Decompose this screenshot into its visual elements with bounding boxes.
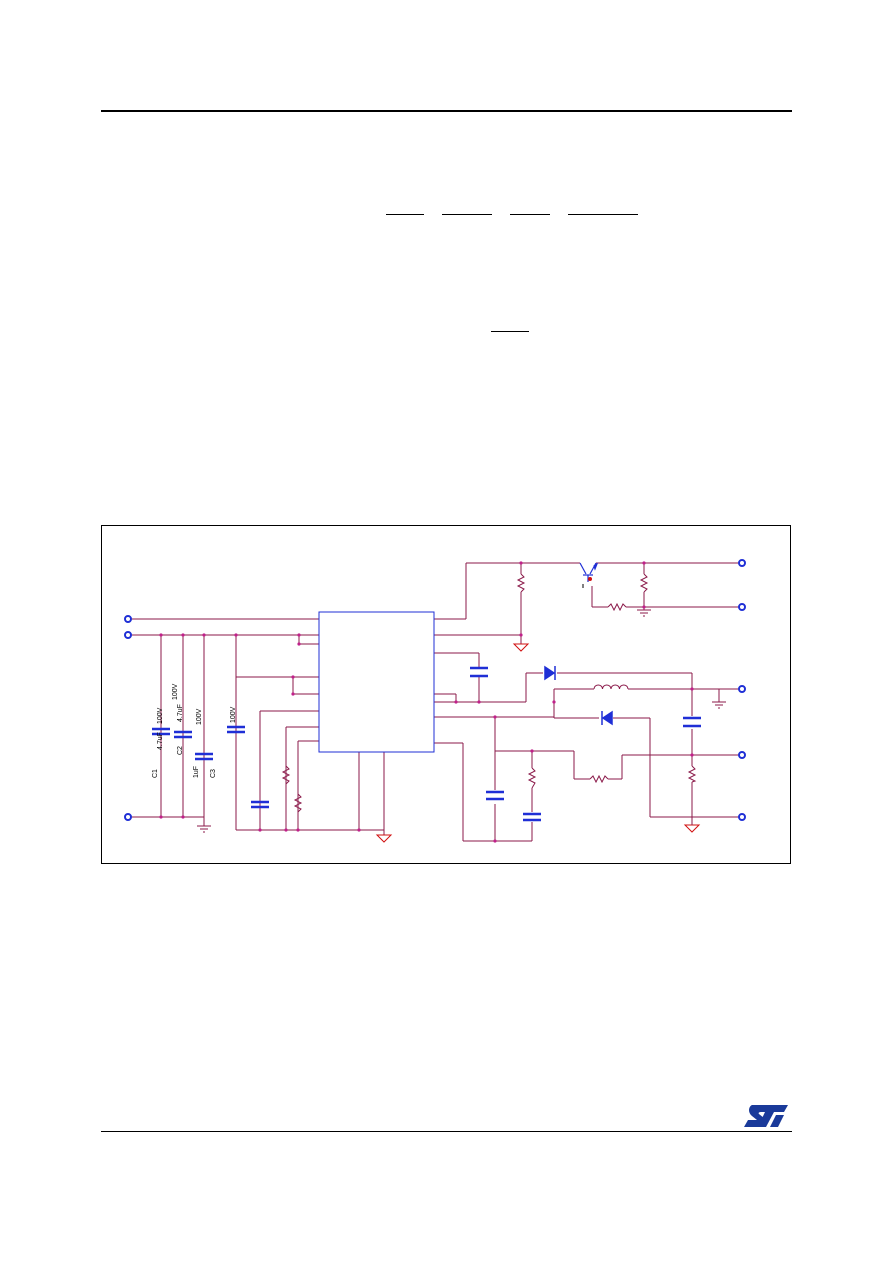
fraction-bar	[442, 214, 492, 215]
c2-ref-label: C2	[177, 746, 184, 755]
c1-value-label: 4.7uF	[157, 732, 164, 750]
c4-rating-label: 100V	[230, 706, 237, 723]
c3-value-label: 1uF	[193, 766, 200, 778]
wires	[128, 562, 742, 842]
pass-transistor	[579, 562, 599, 582]
fraction-bar	[386, 214, 424, 215]
node-dot	[588, 577, 592, 581]
st-logo-icon	[744, 1105, 788, 1127]
grounds	[197, 609, 726, 843]
fraction-bar	[510, 214, 550, 215]
diodes	[544, 665, 613, 726]
inductor	[593, 684, 629, 690]
c1-rating-label: 100V	[157, 707, 164, 724]
capacitors	[152, 666, 701, 822]
c3-rating-label: 100V	[196, 708, 203, 725]
junctions	[159, 561, 694, 843]
fraction-bar	[568, 214, 638, 215]
c3-ref-label: C3	[210, 769, 217, 778]
resistors	[281, 573, 697, 813]
fraction-bar	[491, 331, 529, 332]
controller-ic	[318, 611, 435, 753]
c2-rating-label: 100V	[172, 683, 179, 700]
schematic-figure: C1 4.7uF 100V C2 4.7uF 100V C3 1uF 100V …	[101, 525, 791, 864]
terminals	[124, 559, 746, 821]
c1-ref-label: C1	[152, 769, 159, 778]
schematic-diagram: C1 4.7uF 100V C2 4.7uF 100V C3 1uF 100V …	[124, 559, 746, 843]
footer-rule	[101, 1131, 792, 1132]
header-rule	[101, 110, 792, 112]
c2-value-label: 4.7uF	[177, 704, 184, 722]
